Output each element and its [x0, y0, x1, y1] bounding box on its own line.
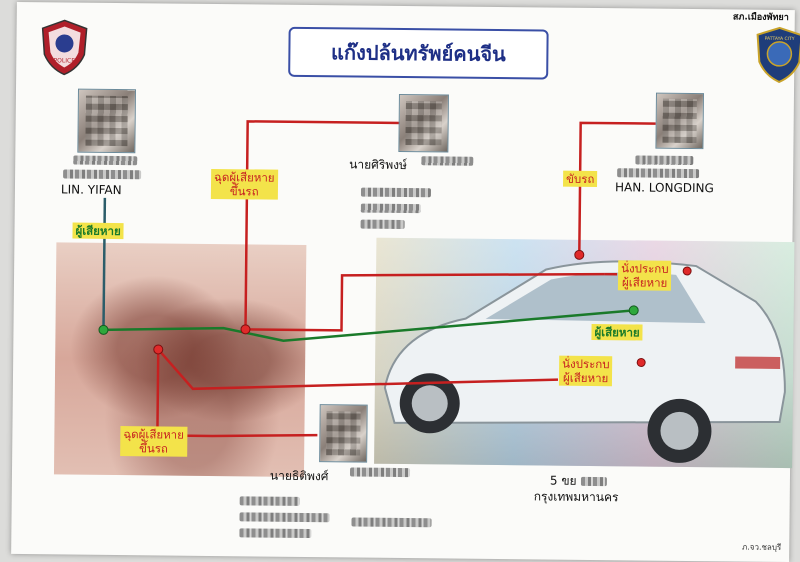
person-photo-1: [77, 88, 137, 154]
pattaya-badge-icon: PATTAYA CITY: [756, 26, 800, 84]
police-badge-icon: POLICE: [41, 19, 88, 76]
tag-pull-top-line1: ฉุดผู้เสียหาย: [214, 170, 275, 185]
line-scene-car-top: [245, 272, 605, 332]
line-scene-car-bottom: [157, 348, 559, 391]
tag-driver: ขับรถ: [563, 170, 598, 188]
redacted-text: [73, 155, 138, 166]
point-seat-1: [682, 266, 692, 276]
redacted-text: [239, 528, 312, 539]
tag-pull-victim-top: ฉุดผู้เสียหาย ขึ้นรถ: [210, 168, 278, 200]
line-p1-down: [102, 197, 107, 328]
footer-unit: ภ.จว.ชลบุรี: [741, 542, 782, 552]
tag-pull-bottom-line2: ขึ้นรถ: [138, 441, 169, 456]
person-3-name: HAN. LONGDING: [614, 180, 714, 196]
redacted-text: [351, 517, 432, 528]
person-photo-4: [319, 404, 368, 463]
point-driver: [574, 249, 585, 260]
tag-seat-1: นั่งประกบ ผู้เสียหาย: [617, 260, 672, 291]
tag-pull-top-line2: ขึ้นรถ: [229, 184, 259, 199]
redacted-text: [617, 168, 700, 179]
point-pull-1: [240, 324, 251, 335]
plate-province: กรุงเทพมหานคร: [533, 489, 619, 505]
point-victim-1: [98, 324, 109, 335]
line-p3-driver: [578, 121, 656, 253]
point-pull-2: [153, 344, 164, 355]
redacted-text: [580, 476, 607, 487]
tag-victim-1: ผู้เสียหาย: [72, 222, 124, 240]
tag-victim-2: ผู้เสียหาย: [591, 323, 643, 341]
redacted-text: [360, 187, 431, 198]
tag-seat-2-line2: ผู้เสียหาย: [563, 370, 609, 386]
tag-seat-1-line2: ผู้เสียหาย: [622, 275, 668, 290]
line-p2-scene: [244, 120, 401, 330]
redacted-text: [239, 512, 330, 523]
person-4-name: นายธิติพงศ์: [269, 468, 329, 484]
pattaya-badge-text: PATTAYA CITY: [765, 36, 795, 42]
redacted-text: [360, 219, 405, 230]
person-1-name: LIN. YIFAN: [60, 182, 122, 198]
tag-seat-1-line1: นั่งประกบ: [621, 261, 669, 276]
redacted-text: [349, 467, 411, 478]
person-photo-3: [655, 92, 704, 150]
point-victim-2: [628, 305, 639, 316]
person-photo-2: [398, 93, 449, 153]
plate-line-1: 5 ขย: [549, 473, 577, 488]
person-2-name: นายศิริพงษ์: [349, 157, 408, 173]
redacted-text: [360, 203, 421, 214]
redacted-text: [63, 169, 142, 180]
line-p4-pull: [156, 349, 318, 438]
redacted-text: [421, 156, 474, 166]
redacted-text: [635, 155, 694, 166]
tag-seat-2-line1: นั่งประกบ: [562, 356, 610, 372]
tag-seat-2: นั่งประกบ ผู้เสียหาย: [558, 355, 613, 387]
line-green-victim: [103, 309, 634, 343]
police-badge-text: POLICE: [54, 57, 76, 64]
point-seat-2: [636, 357, 646, 367]
tag-pull-victim-bottom: ฉุดผู้เสียหาย ขึ้นรถ: [120, 426, 187, 457]
diagram-sheet: POLICE PATTAYA CITY สภ.เมืองพัทยา แก๊งปล…: [11, 1, 800, 562]
connector-lines: [98, 120, 692, 438]
tag-pull-bottom-line1: ฉุดผู้เสียหาย: [123, 427, 184, 442]
redacted-text: [239, 496, 300, 506]
